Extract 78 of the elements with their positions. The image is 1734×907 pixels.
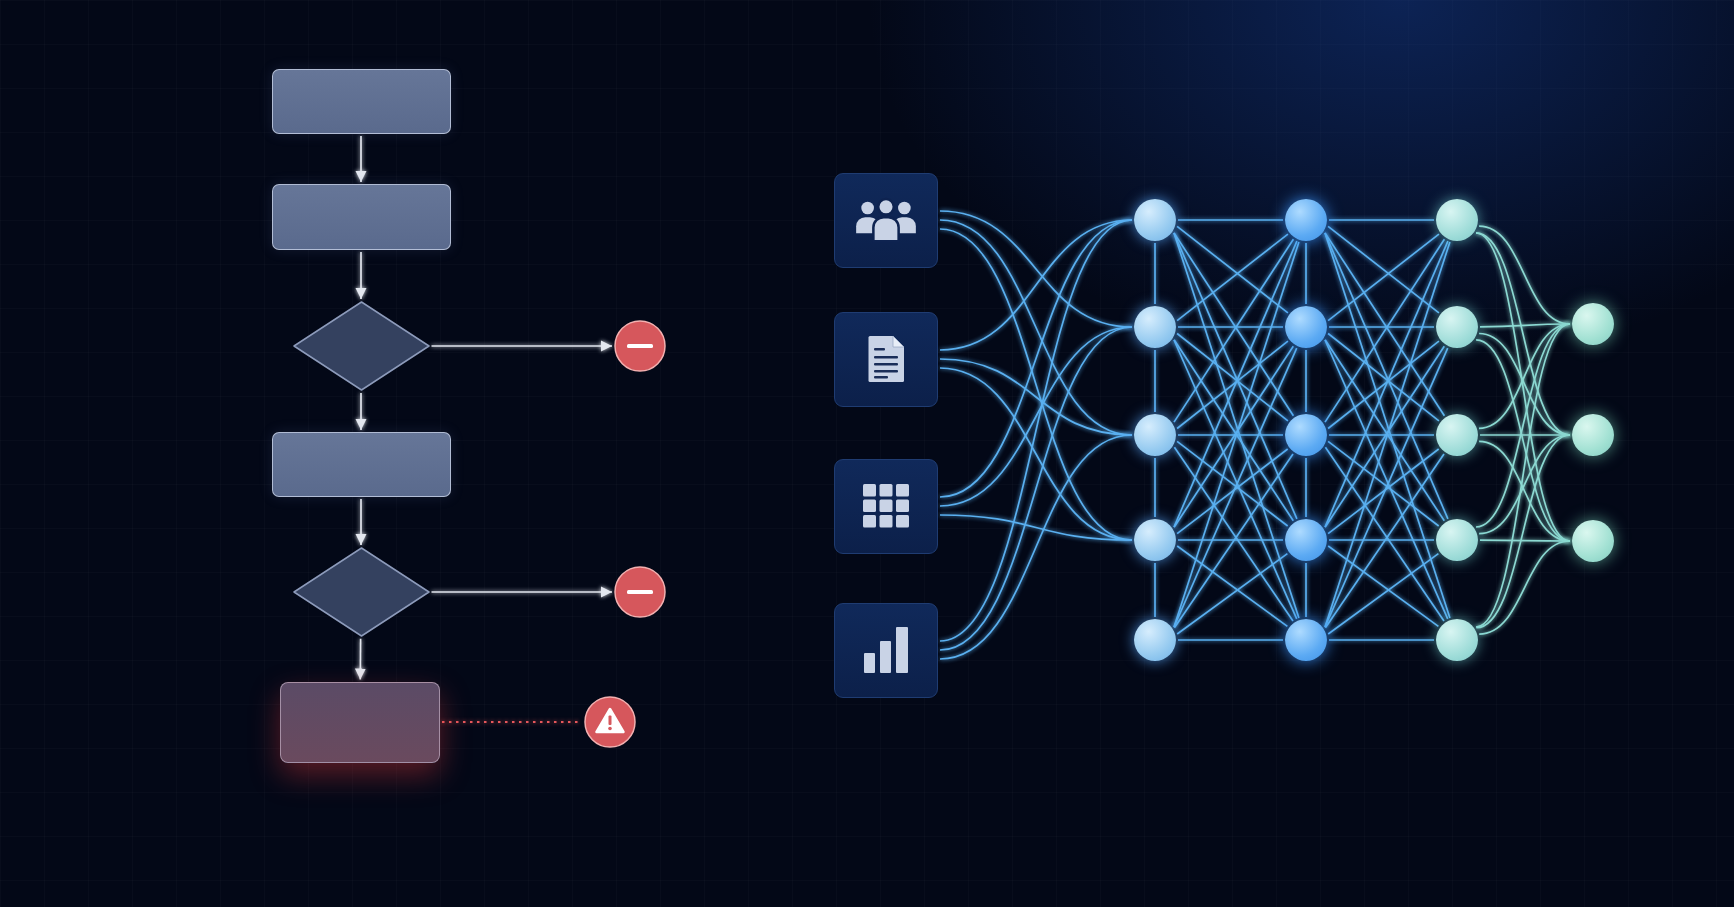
decision-diamond [292, 301, 430, 391]
neuron-circle [1134, 306, 1176, 348]
connection-line [1305, 242, 1307, 305]
connection-line [1327, 233, 1440, 322]
connection-line [1328, 326, 1435, 328]
connection-line [1328, 539, 1435, 541]
neuron-circle [1285, 414, 1327, 456]
decision-diamond [292, 547, 430, 637]
warning-icon [584, 696, 636, 748]
connection-line [1327, 552, 1440, 635]
neuron-circle [1436, 414, 1478, 456]
connection-line [1176, 225, 1289, 314]
neuron-circle [1436, 519, 1478, 561]
connection-line [1305, 562, 1307, 618]
connection-line [1177, 539, 1284, 541]
connection-line [1327, 340, 1440, 430]
connection-line [1328, 434, 1435, 436]
connection-line [1154, 242, 1156, 305]
connection-line [1154, 457, 1156, 518]
arrow [355, 392, 367, 431]
arrow [354, 637, 366, 681]
connection-line [1327, 332, 1440, 422]
neuron-circle [1134, 199, 1176, 241]
icon-tile [834, 311, 938, 407]
connection-line [939, 219, 1133, 642]
neuron-circle [1285, 306, 1327, 348]
icon-tile [834, 602, 938, 698]
connection-line [1176, 440, 1289, 527]
neuron-circle [1572, 303, 1614, 345]
connection-line [1176, 545, 1289, 628]
process-box [271, 432, 451, 497]
minus-icon [614, 320, 666, 372]
arrow [430, 586, 613, 598]
connection-line [1475, 434, 1571, 629]
minus-icon [614, 566, 666, 618]
arrow [355, 135, 367, 183]
neuron-circle [1134, 414, 1176, 456]
connection-line [1305, 457, 1307, 518]
neuron-circle [1436, 619, 1478, 661]
icon-tile [834, 458, 938, 554]
neuron-circle [1436, 199, 1478, 241]
connection-line [1475, 323, 1571, 628]
connection-line [1154, 562, 1156, 618]
connection-line [939, 326, 1133, 651]
connection-line [1177, 639, 1284, 641]
connection-line [1328, 639, 1435, 641]
neuron-circle [1285, 519, 1327, 561]
neuron-circle [1436, 306, 1478, 348]
connection-line [1176, 448, 1289, 535]
connection-line [1327, 545, 1440, 628]
neuron-circle [1134, 619, 1176, 661]
arrow [430, 340, 613, 352]
connection-line [1177, 434, 1284, 436]
arrow [355, 251, 367, 300]
process-box [271, 184, 451, 250]
connection-line [1177, 219, 1284, 221]
connection-line [1176, 340, 1289, 430]
neuron-circle [1134, 519, 1176, 561]
neuron-circle [1572, 414, 1614, 456]
neuron-circle [1572, 520, 1614, 562]
process-box [280, 681, 440, 763]
connection-line [1327, 225, 1440, 314]
connection-line [1176, 552, 1289, 635]
neuron-circle [1285, 199, 1327, 241]
neuron-circle [1285, 619, 1327, 661]
arrow [355, 498, 367, 546]
connection-line [1176, 332, 1289, 422]
connection-line [939, 434, 1133, 660]
connection-line [1305, 349, 1307, 413]
connection-line [1327, 440, 1440, 527]
connection-line [1327, 448, 1440, 535]
process-box [271, 69, 451, 134]
connection-line [1176, 233, 1289, 322]
icon-tile [834, 172, 938, 268]
connection-line [1154, 349, 1156, 413]
connection-line [1328, 219, 1435, 221]
connection-line [939, 514, 1133, 541]
connection-line [1177, 326, 1284, 328]
